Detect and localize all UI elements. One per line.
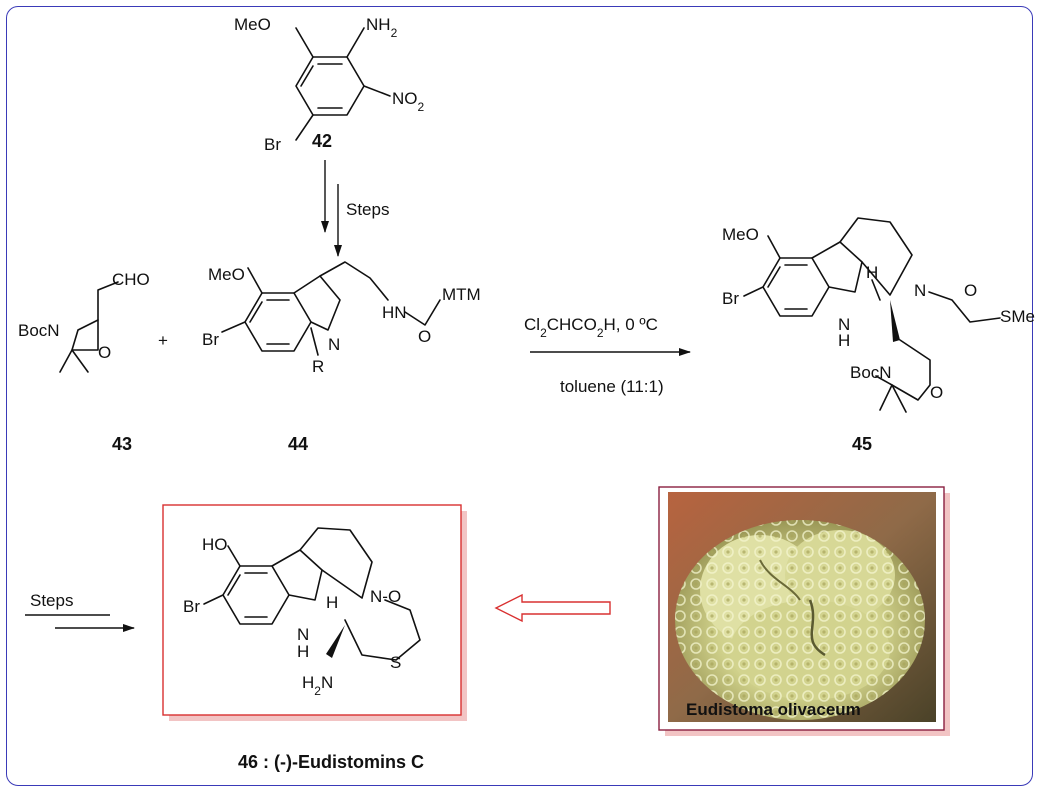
organism-photo: Eudistoma olivaceum xyxy=(658,486,950,736)
label-46-s: S xyxy=(390,653,401,672)
compound-label-44: 44 xyxy=(288,434,308,454)
label-44-hn: HN xyxy=(382,303,407,322)
label-42-meo: MeO xyxy=(234,15,271,34)
label-46-n: N-O xyxy=(370,587,401,606)
label-44-n: N xyxy=(328,335,340,354)
compound-44: MeO Br N R HN O MTM 44 xyxy=(202,261,481,454)
label-44-meo: MeO xyxy=(208,265,245,284)
label-43-bocn: BocN xyxy=(18,321,60,340)
label-45-sme: SMe xyxy=(1000,307,1035,326)
label-45-ox-o: O xyxy=(930,383,943,402)
compound-45: MeO Br H N O SMe N H BocN O 45 xyxy=(722,217,1035,454)
retro-arrow xyxy=(494,593,611,623)
label-46-ho: HO xyxy=(202,535,228,554)
plus-sign: + xyxy=(158,331,168,350)
compound-46-box xyxy=(162,504,467,721)
label-45-bocn: BocN xyxy=(850,363,892,382)
compound-label-42: 42 xyxy=(312,131,332,151)
label-44-r: R xyxy=(312,357,324,376)
label-45-br: Br xyxy=(722,289,739,308)
label-46-nh-n: N xyxy=(297,625,309,644)
label-44-o: O xyxy=(418,327,431,346)
label-46-o: O xyxy=(388,587,401,606)
label-45-h: H xyxy=(866,263,878,282)
label-45-meo: MeO xyxy=(722,225,759,244)
arrow-44-to-45: Cl2CHCO2H, 0 ºC toluene (11:1) xyxy=(524,315,691,396)
scheme-frame xyxy=(6,6,1033,786)
compound-42: MeO NH2 Br NO2 42 xyxy=(234,15,425,154)
condition-steps-2: Steps xyxy=(30,591,73,610)
label-42-br: Br xyxy=(264,135,281,154)
compound-label-43: 43 xyxy=(112,434,132,454)
label-43-o: O xyxy=(98,343,111,362)
condition-solvent: toluene (11:1) xyxy=(560,377,664,396)
label-44-mtm: MTM xyxy=(442,285,481,304)
photo-caption: Eudistoma olivaceum xyxy=(686,700,861,719)
label-46-br: Br xyxy=(183,597,200,616)
label-44-br: Br xyxy=(202,330,219,349)
arrow-steps-to-46: Steps xyxy=(25,591,135,632)
label-45-o: O xyxy=(964,281,977,300)
label-46-h: H xyxy=(326,593,338,612)
compound-label-45: 45 xyxy=(852,434,872,454)
label-46-nh-h: H xyxy=(297,642,309,661)
arrow-42-to-44: Steps xyxy=(321,160,389,257)
compound-43: CHO BocN O 43 xyxy=(18,270,150,454)
label-43-cho: CHO xyxy=(112,270,150,289)
condition-reagent: Cl2CHCO2H, 0 ºC xyxy=(524,315,658,340)
label-45-nh-n: N xyxy=(838,315,850,334)
label-42-n: N xyxy=(366,15,378,34)
compound-46: HO Br H N-O N H H2N S 46 : (-)-Eudistomi… xyxy=(183,527,424,772)
label-46-n-letter: N xyxy=(370,587,382,606)
label-42-nh2: NH2 xyxy=(366,15,398,40)
label-45-n: N xyxy=(914,281,926,300)
compound-label-46: 46 : (-)-Eudistomins C xyxy=(238,752,424,772)
condition-steps-1: Steps xyxy=(346,200,389,219)
label-45-nh-h: H xyxy=(838,331,850,350)
label-42-no2: NO2 xyxy=(392,89,425,114)
